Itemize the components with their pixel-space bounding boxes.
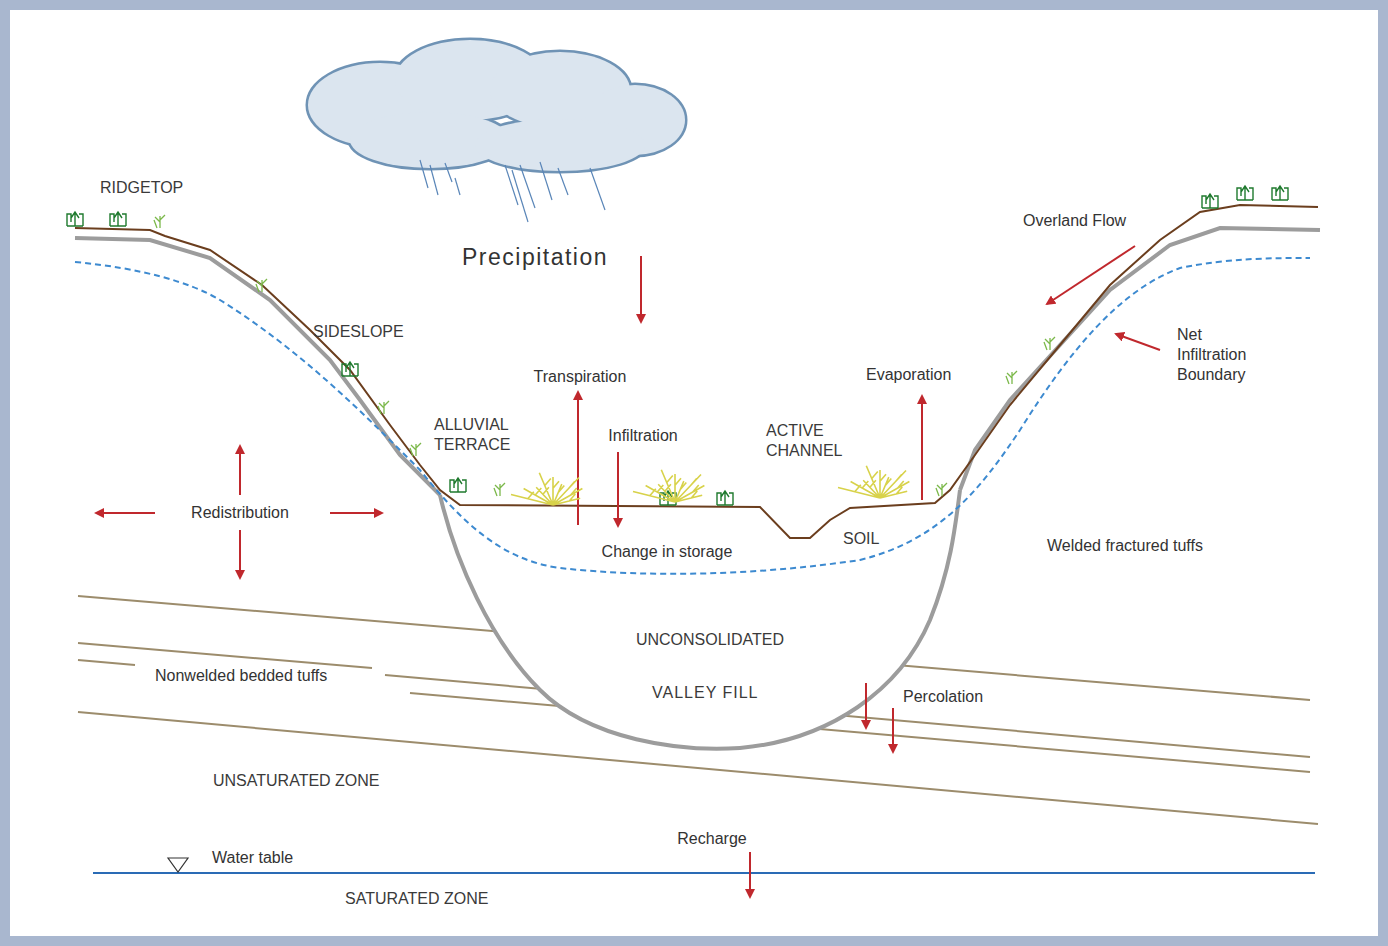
diagram-label: Infiltration <box>608 426 677 446</box>
diagram-label: Water table <box>212 848 293 868</box>
shrub <box>410 443 421 456</box>
shrub <box>110 212 126 226</box>
diagram-label: Evaporation <box>866 365 951 385</box>
diagram-label: Precipitation <box>462 243 608 272</box>
shrub <box>450 478 466 492</box>
diagram-label: RIDGETOP <box>100 178 183 198</box>
flow-arrows <box>96 246 1160 897</box>
water-table-symbol <box>168 858 188 872</box>
diagram-label: UNSATURATED ZONE <box>213 771 380 791</box>
diagram-label: SIDESLOPE <box>313 322 404 342</box>
shrub <box>154 215 165 228</box>
diagram-label: SOIL <box>843 529 879 549</box>
bedrock-boundary <box>75 228 1320 495</box>
shrub <box>1237 186 1253 200</box>
diagram-label: VALLEY FILL <box>652 683 758 703</box>
yellow-bush <box>511 473 582 505</box>
rain <box>420 160 605 222</box>
diagram-label: Change in storage <box>602 542 733 562</box>
diagram-label: Transpiration <box>534 367 627 387</box>
shrub <box>717 491 733 505</box>
diagram-label: Overland Flow <box>1023 211 1126 231</box>
shrub <box>1202 194 1218 208</box>
diagram-label: ALLUVIAL TERRACE <box>434 415 534 455</box>
diagram-label: SATURATED ZONE <box>345 889 488 909</box>
shrub <box>1044 337 1055 350</box>
diagram-label: ACTIVE CHANNEL <box>766 421 856 461</box>
diagram-label: UNCONSOLIDATED <box>636 630 784 650</box>
shrub <box>342 362 358 376</box>
shrub <box>67 212 83 226</box>
diagram-label: Welded fractured tuffs <box>1047 536 1203 556</box>
net-infiltration-boundary <box>75 258 1310 574</box>
vegetation <box>67 186 1288 505</box>
shrub <box>378 401 389 414</box>
diagram-label: Percolation <box>903 687 983 707</box>
cloud <box>308 40 685 171</box>
frame <box>5 5 1383 941</box>
shrub <box>1272 186 1288 200</box>
yellow-bush <box>633 470 704 502</box>
ground-surface <box>75 205 1318 538</box>
shrub <box>494 483 505 496</box>
diagram-label: Redistribution <box>191 503 289 523</box>
diagram-label: Nonwelded bedded tuffs <box>155 666 327 686</box>
diagram-label: Recharge <box>677 829 746 849</box>
valley-fill-outline <box>440 490 960 749</box>
water-table-line <box>93 872 1315 874</box>
diagram-label: Net Infiltration Boundary <box>1177 325 1272 385</box>
shrub <box>256 279 267 292</box>
shrub <box>1006 371 1017 384</box>
shrub <box>936 483 947 496</box>
yellow-bush <box>838 466 909 498</box>
